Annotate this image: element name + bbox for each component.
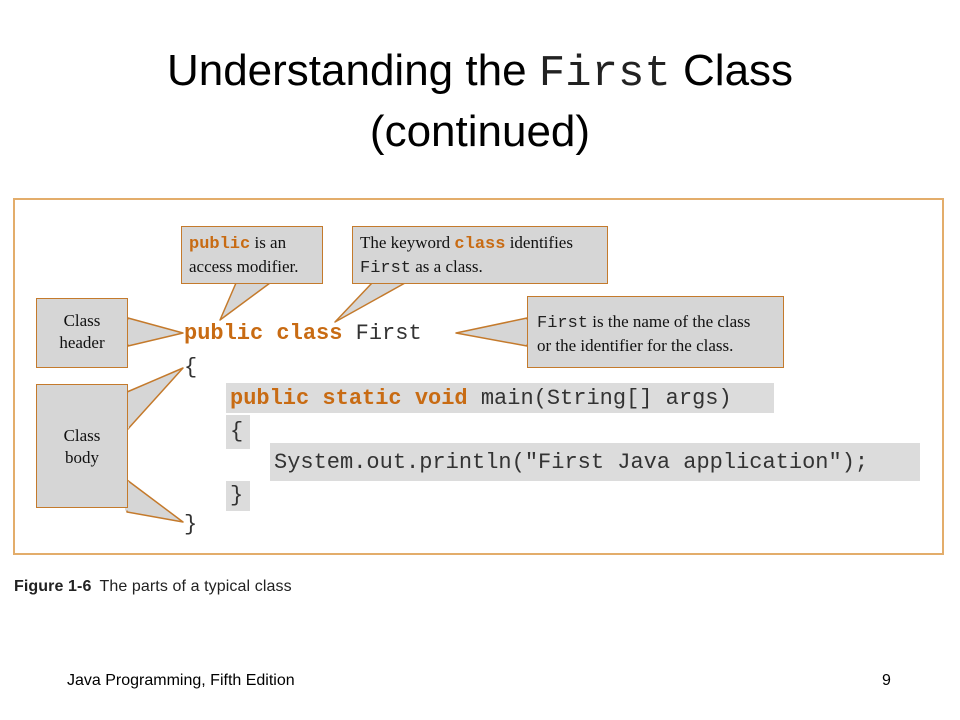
method-open-shade bbox=[226, 415, 250, 449]
pointer-body-top bbox=[126, 367, 184, 431]
method-body-shade bbox=[270, 443, 920, 481]
title-continued: (continued) bbox=[369, 107, 591, 156]
footer-page-number: 9 bbox=[882, 672, 891, 689]
callout-class-keyword: The keyword class identifies First as a … bbox=[352, 226, 608, 284]
callout-public-text2: access modifier. bbox=[189, 257, 299, 276]
code-class-header: public class First bbox=[184, 321, 422, 347]
figure-label: Figure 1-6 bbox=[14, 578, 92, 595]
title-text-class: Class bbox=[670, 46, 794, 95]
figure-caption: Figure 1-6 The parts of a typical class bbox=[14, 578, 292, 596]
callout-header-line2: header bbox=[59, 333, 105, 352]
callout-class-text3: as a class. bbox=[411, 257, 483, 276]
pointer-body-bottom bbox=[126, 479, 184, 523]
callout-body-line1: Class bbox=[63, 426, 101, 445]
callout-class-code: First bbox=[360, 259, 412, 278]
pointer-first bbox=[455, 317, 528, 347]
code-class-name: First bbox=[342, 321, 422, 346]
pointer-header bbox=[127, 317, 184, 347]
callout-first-code: First bbox=[537, 314, 589, 333]
method-close-shade bbox=[226, 481, 250, 511]
callout-class-header: Class header bbox=[36, 298, 128, 368]
figure-frame bbox=[13, 198, 944, 555]
code-println: System.out.println("First Java applicati… bbox=[274, 450, 869, 475]
callout-header-line1: Class bbox=[63, 311, 101, 330]
callout-public: public is an access modifier. bbox=[181, 226, 323, 284]
callout-first-text2: or the identifier for the class. bbox=[537, 336, 734, 355]
callout-class-body: Class body bbox=[36, 384, 128, 508]
code-main-close-brace: } bbox=[230, 483, 244, 508]
pointer-class bbox=[334, 282, 406, 323]
callout-first-text1: is the name of the class bbox=[588, 312, 751, 331]
slide-title: Understanding the First Class (continued… bbox=[0, 42, 960, 161]
callout-class-kw: class bbox=[454, 235, 506, 254]
callout-body-line2: body bbox=[65, 448, 99, 467]
method-header-shade bbox=[226, 383, 774, 413]
callout-class-text1: The keyword bbox=[360, 233, 455, 252]
callout-class-text2: identifies bbox=[505, 233, 573, 252]
code-main-header: public static void main(String[] args) bbox=[230, 386, 732, 412]
callout-first-name: First is the name of the class or the id… bbox=[527, 296, 784, 368]
callout-public-text: is an bbox=[250, 233, 287, 252]
callout-public-keyword: public bbox=[189, 235, 251, 254]
title-code: First bbox=[538, 49, 671, 99]
code-main-keywords: public static void bbox=[230, 386, 468, 411]
pointer-public bbox=[219, 282, 271, 321]
code-close-brace: } bbox=[184, 512, 198, 537]
figure-caption-text: The parts of a typical class bbox=[99, 578, 292, 595]
code-main-open-brace: { bbox=[230, 419, 244, 444]
code-open-brace: { bbox=[184, 355, 198, 380]
footer-book-title: Java Programming, Fifth Edition bbox=[67, 672, 295, 689]
title-text: Understanding the bbox=[166, 46, 539, 95]
code-main-signature: main(String[] args) bbox=[467, 386, 732, 411]
code-class-keywords: public class bbox=[184, 321, 343, 346]
